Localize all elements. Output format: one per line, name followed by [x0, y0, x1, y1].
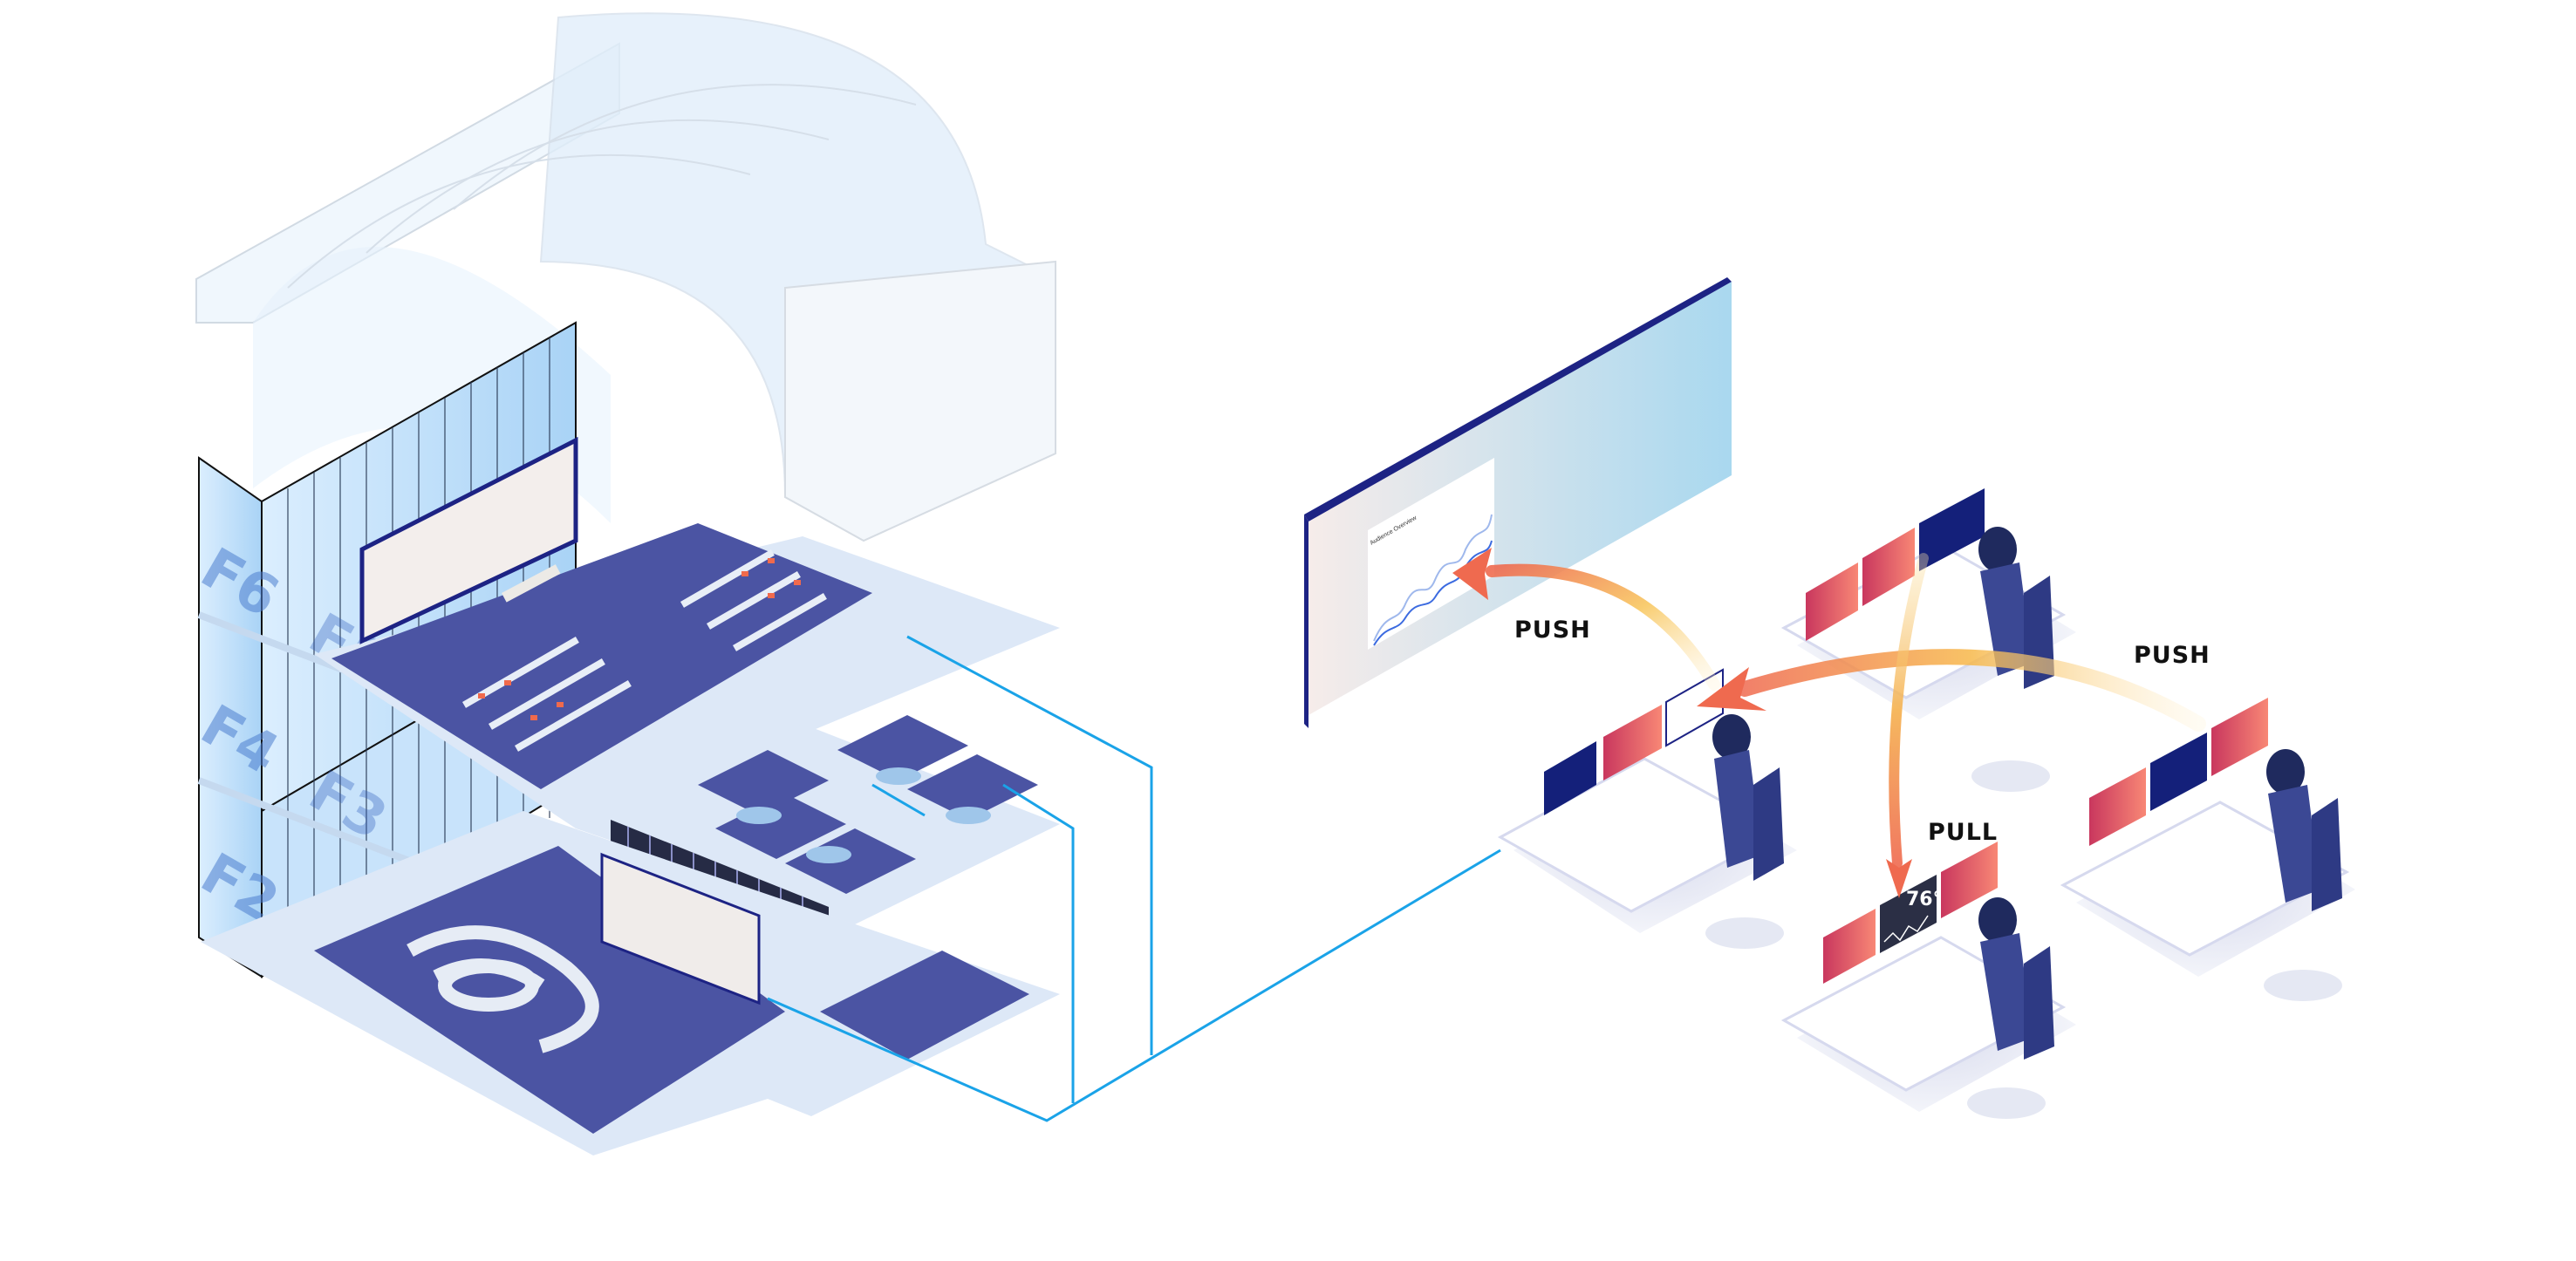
workstation-rows — [462, 549, 827, 752]
workstation-left — [1497, 668, 1797, 949]
network-connectors — [767, 635, 1501, 1122]
floor-f6 — [314, 436, 1060, 828]
weather-temperature: 76° — [1906, 889, 1943, 910]
building: F6 F5 F4 F3 F2 — [190, 12, 1060, 1155]
workstation-right — [2060, 698, 2355, 1001]
floor-f2 — [201, 811, 1060, 1155]
wall-chart-series-1 — [1373, 514, 1493, 642]
push-arrow-head-wall — [1452, 548, 1492, 600]
push-arrow-head-station — [1697, 667, 1766, 711]
pull-label: PULL — [1928, 819, 1998, 846]
push-arrow-to-wall — [1486, 563, 1720, 691]
workstation-top — [1780, 488, 2076, 792]
pull-arrow-head — [1886, 859, 1912, 898]
pull-arrow — [1889, 553, 1929, 869]
glass-roof — [195, 12, 1056, 542]
floor-f4 — [576, 715, 1060, 959]
push-label-1: PUSH — [1514, 617, 1591, 644]
push-arrow-to-left-station — [1737, 649, 2206, 732]
workstation-bottom: 76° — [1780, 842, 2076, 1119]
video-wall: Audience Overview — [1304, 277, 1732, 728]
weather-screen: 76° — [1880, 875, 1943, 953]
wall-chart-series-2 — [1373, 540, 1493, 646]
flow-arrows: PUSH PUSH PULL — [1452, 548, 2210, 898]
push-label-2: PUSH — [2134, 642, 2210, 669]
